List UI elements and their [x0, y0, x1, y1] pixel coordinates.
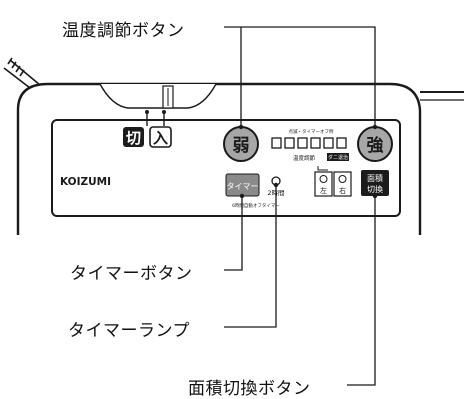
temp-lamp-3 — [297, 137, 308, 149]
area-button-line2: 切換 — [367, 184, 383, 194]
left-lamp-indicator: 左 — [314, 171, 333, 197]
off-marker — [123, 127, 144, 147]
temp-control-label: 温度調節 — [293, 154, 316, 162]
callout-temperature-button: 温度調節ボタン — [62, 21, 185, 41]
callout-area-switch-button: 面積切換ボタン — [188, 379, 311, 399]
area-button-line1: 面積 — [367, 173, 383, 183]
right-label: 右 — [339, 186, 346, 195]
right-lamp-indicator: 右 — [333, 171, 352, 197]
callout-timer-button: タイマーボタン — [70, 264, 193, 284]
on-marker — [149, 126, 172, 148]
switch-recess — [99, 83, 217, 109]
area-switch-button[interactable]: 面積 切換 — [361, 170, 389, 196]
strong-button[interactable]: 強 — [357, 126, 393, 162]
temperature-indicator-lamps — [271, 137, 347, 149]
temp-lamp-5 — [323, 137, 334, 149]
indicator-header: 点滅・タイマーオフ時 — [289, 128, 334, 135]
timer-button-label: タイマー — [227, 182, 259, 191]
timer-note: 6時間自動オフタイマー — [232, 202, 280, 209]
temp-lamp-2 — [284, 137, 295, 149]
left-label: 左 — [320, 186, 327, 195]
weak-button-label: 弱 — [233, 136, 250, 156]
off-label: 切 — [126, 129, 141, 147]
temp-lamp-4 — [310, 137, 321, 149]
leader-lines — [224, 26, 376, 386]
strong-button-label: 強 — [367, 135, 384, 156]
area-tag-bg — [327, 153, 349, 161]
weak-button[interactable]: 弱 — [223, 126, 259, 162]
temp-lamp-6 — [336, 137, 347, 149]
timer-button[interactable]: タイマー — [225, 173, 260, 197]
on-label: 入 — [153, 129, 168, 147]
brand-logo: KOIZUMI — [60, 176, 111, 188]
temp-lamp-1 — [271, 137, 282, 149]
area-tag: ダニ退治 — [328, 154, 348, 161]
callout-timer-lamp: タイマーランプ — [68, 321, 190, 341]
